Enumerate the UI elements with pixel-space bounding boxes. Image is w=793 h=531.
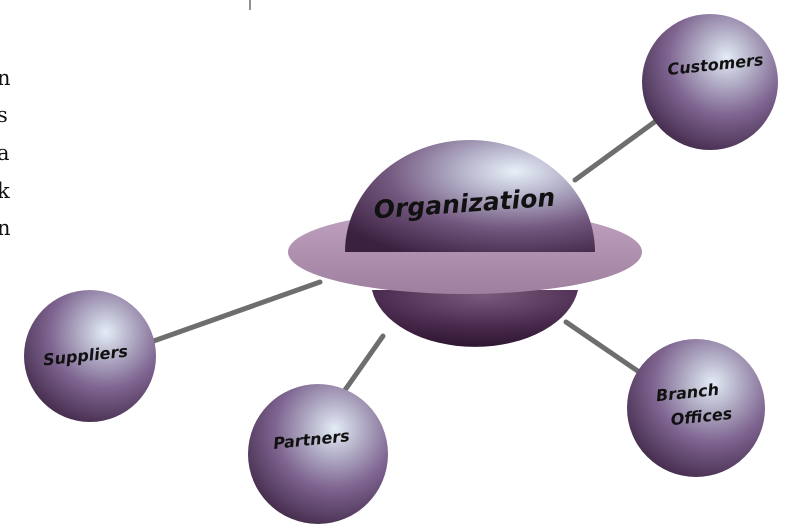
connector-branch-offices <box>563 319 645 377</box>
partners-sphere <box>248 384 388 524</box>
organization-node: Organization <box>288 140 642 347</box>
text-fragment: a <box>0 141 10 165</box>
partners-node: Partners <box>248 384 388 524</box>
text-fragment: k <box>0 179 10 203</box>
customers-sphere <box>642 14 778 150</box>
connector-partners <box>335 333 386 403</box>
text-fragment: n <box>0 66 11 90</box>
branch-offices-sphere <box>627 339 765 477</box>
connectors <box>145 115 663 403</box>
text-fragment: n <box>0 216 11 240</box>
organization-sphere-bottom <box>372 290 578 347</box>
connector-customers <box>572 115 663 183</box>
connector-suppliers <box>145 279 323 346</box>
text-fragment: s <box>0 103 8 127</box>
organization-sphere-top <box>345 140 595 252</box>
branch-offices-node: Branch Offices <box>627 339 765 477</box>
customers-node: Customers <box>642 14 778 150</box>
suppliers-node: Suppliers <box>24 290 156 422</box>
suppliers-sphere <box>24 290 156 422</box>
